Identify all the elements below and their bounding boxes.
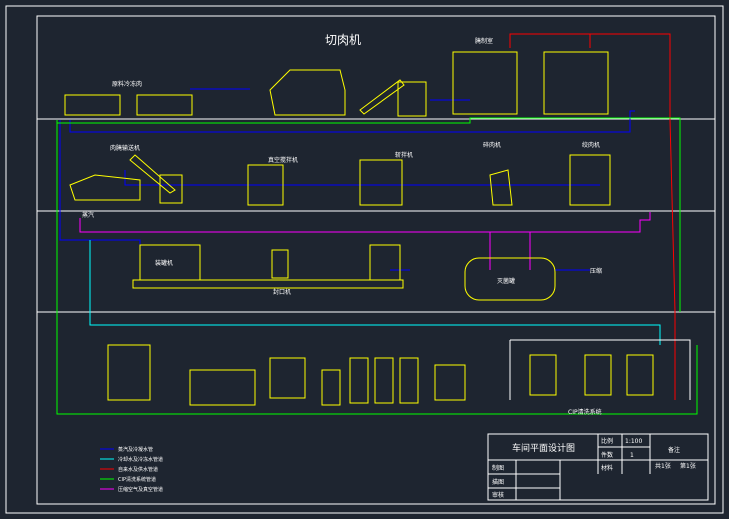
title-block-designed: 描图 — [492, 478, 504, 486]
title-block-checked: 审核 — [492, 491, 504, 499]
tank — [464, 257, 556, 301]
brine-room-1 — [452, 51, 518, 115]
title-block-drawn: 制图 — [492, 464, 504, 472]
drawing-title: 切肉机 — [325, 33, 361, 47]
label-brine-room: 腌制室 — [475, 37, 493, 45]
boiler — [107, 344, 151, 401]
filter-unit — [269, 357, 306, 399]
label-tank: 灭菌罐 — [497, 277, 515, 285]
title-block-name: 车间平面设计图 — [512, 442, 575, 454]
cip-tank-1 — [529, 354, 557, 396]
cip-tank-2 — [584, 354, 612, 396]
grinder — [569, 154, 611, 206]
legend-item-3: CIP清洗系统管道 — [118, 476, 156, 483]
title-block-sheet: 共1张 — [655, 462, 671, 470]
cip-tank-3 — [626, 354, 654, 396]
legend: 蒸汽及冷凝水管 冷却水及冷冻水管道 自来水及供水管道 CIP清洗系统管道 压缩空… — [100, 446, 163, 493]
label-mixer: 斩拌机 — [395, 151, 413, 159]
raw-material-table-2 — [136, 94, 193, 116]
label-filler: 装罐机 — [155, 259, 173, 267]
label-vacuum-mixer: 真空搅拌机 — [268, 156, 298, 164]
legend-item-0: 蒸汽及冷凝水管 — [118, 446, 153, 453]
inner-frame — [36, 15, 716, 505]
injector-hopper — [159, 174, 183, 204]
label-mincer: 碎肉机 — [483, 141, 501, 149]
filter-4 — [399, 357, 419, 404]
filter-3 — [374, 357, 394, 404]
label-grinder: 绞肉机 — [582, 141, 600, 149]
cutter-hopper — [397, 81, 427, 117]
equipment — [64, 51, 654, 406]
legend-item-4: 压缩空气及真空管道 — [118, 486, 163, 493]
filler-line — [132, 279, 404, 289]
injector — [69, 174, 141, 201]
filter-2 — [349, 357, 369, 404]
conveyor — [359, 79, 405, 115]
label-sealer: 封口机 — [273, 288, 291, 296]
legend-item-1: 冷却水及冷冻水管道 — [118, 456, 163, 463]
filler — [139, 244, 201, 281]
filter-1 — [321, 369, 341, 406]
label-raw-material: 原料冷冻肉 — [112, 80, 142, 88]
title-block-count-label: 件数 — [601, 451, 613, 459]
legend-item-2: 自来水及供水管道 — [118, 466, 158, 473]
control-cabinet — [434, 364, 466, 401]
sealer-tower — [271, 249, 289, 279]
title-block-sheet-no: 第1张 — [680, 462, 696, 470]
pipes — [56, 33, 698, 415]
label-steam: 蒸汽 — [82, 211, 94, 219]
mixer — [359, 159, 403, 206]
title-block — [487, 433, 709, 501]
outer-frame — [5, 5, 724, 514]
title-block-scale-label: 比例 — [601, 437, 613, 445]
sealer — [369, 244, 401, 281]
title-block-scale-value: 1:100 — [625, 438, 642, 445]
title-block-remark: 备注 — [668, 446, 680, 454]
screw-conveyor — [129, 154, 176, 194]
brine-room-2 — [543, 51, 609, 115]
raw-material-table-1 — [64, 94, 121, 116]
title-block-material: 材料 — [601, 464, 613, 472]
vacuum-mixer — [247, 164, 284, 206]
mincer — [489, 169, 513, 206]
label-cip: CIP清洗系统 — [568, 408, 602, 416]
cutter-machine — [269, 69, 346, 116]
title-block-count-value: 1 — [630, 452, 634, 459]
label-air: 压缩 — [590, 267, 602, 275]
label-injector: 肉腌输送机 — [110, 144, 140, 152]
pump-unit — [189, 369, 256, 406]
